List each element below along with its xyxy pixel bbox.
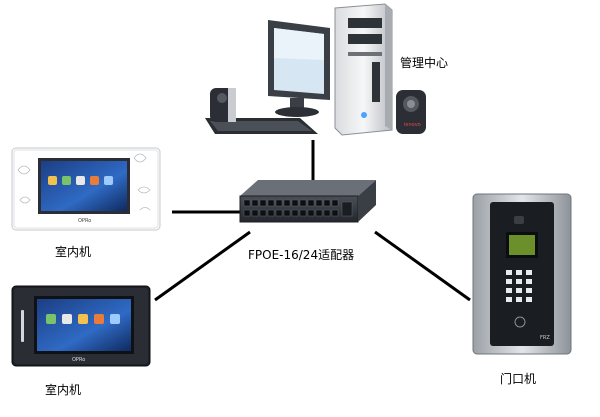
indoor-black-brand: OPRo: [72, 357, 85, 363]
indoor-unit-white-label: 室内机: [55, 245, 92, 259]
management-center-label: 管理中心: [400, 56, 449, 70]
screen-icons: [48, 176, 113, 185]
floral-pattern-icon: [17, 153, 151, 211]
pc-tower-icon: [334, 3, 393, 136]
indoor-white-brand: OPRo: [78, 218, 91, 224]
switch-label: FPOE-16/24适配器: [248, 248, 355, 262]
door-brand: FRZ: [540, 335, 550, 341]
switch-ports: [243, 199, 339, 217]
link-door-switch: [374, 230, 471, 302]
right-speaker-icon: lenovo: [396, 90, 426, 134]
monitor-icon: [268, 20, 330, 117]
door-unit-label: 门口机: [500, 372, 537, 386]
poe-switch: [239, 180, 376, 223]
screen-icons-black: [46, 314, 120, 324]
door-unit: FRZ: [472, 193, 572, 355]
management-pc: lenovo: [205, 3, 426, 136]
link-indoor2-switch: [154, 230, 251, 302]
left-speaker-icon: [210, 88, 236, 122]
keypad-icon: [506, 270, 532, 302]
indoor-unit-black: OPRo: [11, 285, 151, 367]
indoor-unit-black-label: 室内机: [45, 383, 82, 397]
speaker-brand: lenovo: [404, 122, 421, 128]
indoor-unit-white: OPRo: [11, 147, 161, 231]
